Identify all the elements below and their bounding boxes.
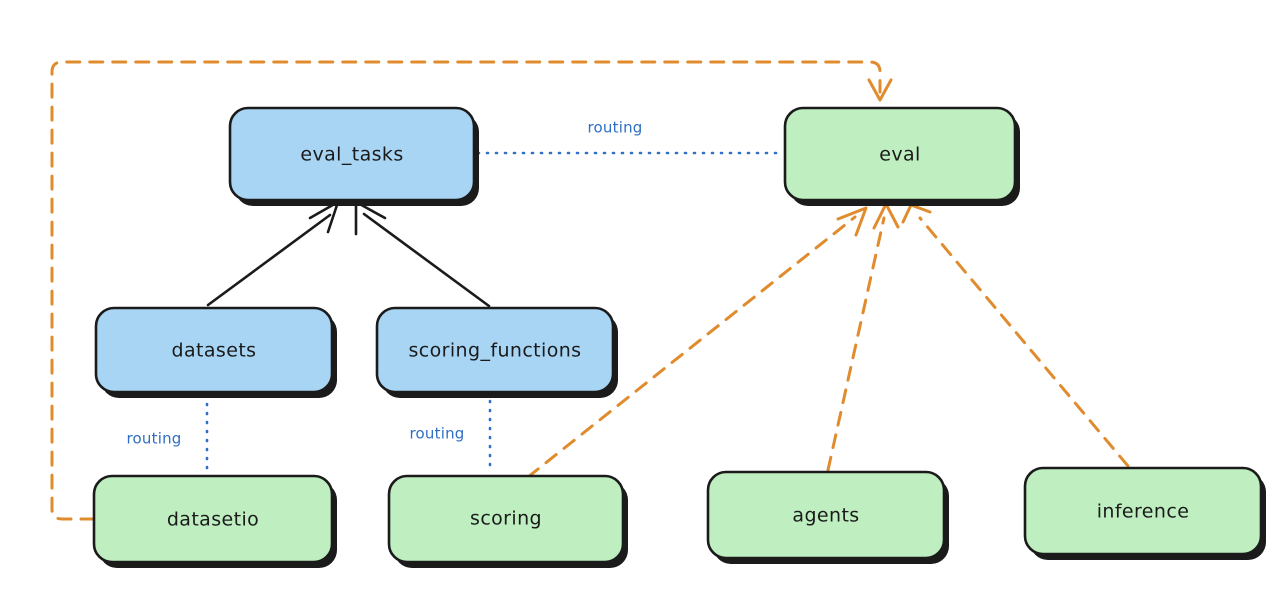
edge-inference-to-eval bbox=[901, 203, 1130, 468]
node-datasetio[interactable]: datasetio bbox=[92, 474, 337, 568]
node-scoring-functions[interactable]: scoring_functions bbox=[375, 306, 618, 398]
edge-label-routing-scoring-functions: routing bbox=[410, 425, 465, 443]
node-scoring-label: scoring bbox=[470, 508, 542, 530]
edge-scoring-functions-to-eval-tasks-line bbox=[362, 212, 491, 308]
node-eval-tasks-label: eval_tasks bbox=[300, 144, 403, 166]
node-agents-label: agents bbox=[792, 505, 859, 527]
edge-agents-to-eval-arrowhead bbox=[872, 202, 900, 230]
edge-datasets-to-eval-tasks-line bbox=[206, 213, 332, 307]
node-scoring-box[interactable] bbox=[387, 474, 625, 564]
node-agents-box[interactable] bbox=[706, 470, 946, 560]
edge-datasets-to-datasetio: routing bbox=[127, 393, 209, 475]
edge-datasetio-to-eval-line bbox=[50, 60, 882, 521]
edge-eval-tasks-to-eval: routing bbox=[476, 119, 785, 155]
edge-label-routing-datasets: routing bbox=[127, 430, 182, 448]
edge-datasets-to-eval-tasks bbox=[206, 200, 340, 307]
node-datasets-box[interactable] bbox=[94, 306, 334, 394]
node-datasetio-label: datasetio bbox=[167, 509, 259, 531]
edge-label-routing-eval-tasks: routing bbox=[588, 119, 643, 137]
node-eval-tasks-box[interactable] bbox=[228, 106, 476, 202]
edge-agents-to-eval-line bbox=[826, 216, 886, 472]
node-inference-label: inference bbox=[1097, 501, 1190, 523]
node-inference-box[interactable] bbox=[1023, 466, 1263, 556]
node-eval-box[interactable] bbox=[783, 106, 1017, 202]
node-scoring-functions-box[interactable] bbox=[375, 306, 615, 394]
edge-inference-to-eval-arrowhead bbox=[901, 203, 932, 224]
edge-scoring-functions-to-scoring: routing bbox=[410, 390, 492, 474]
node-eval-tasks[interactable]: eval_tasks bbox=[228, 106, 479, 206]
node-inference[interactable]: inference bbox=[1023, 466, 1266, 560]
node-agents[interactable]: agents bbox=[706, 470, 949, 564]
edge-scoring-to-eval-arrowhead bbox=[836, 206, 868, 237]
edge-datasetio-to-eval-arrowhead bbox=[867, 78, 893, 102]
node-datasets[interactable]: datasets bbox=[94, 306, 337, 398]
edge-scoring-to-eval-line bbox=[526, 215, 857, 479]
node-eval[interactable]: eval bbox=[783, 106, 1020, 206]
node-scoring[interactable]: scoring bbox=[387, 474, 628, 568]
edge-datasetio-to-eval bbox=[50, 60, 893, 521]
node-eval-label: eval bbox=[879, 144, 920, 166]
edge-scoring-functions-to-eval-tasks bbox=[354, 200, 491, 308]
node-datasets-label: datasets bbox=[172, 340, 257, 362]
node-datasetio-box[interactable] bbox=[92, 474, 334, 564]
node-scoring-functions-label: scoring_functions bbox=[409, 340, 582, 362]
edge-inference-to-eval-line bbox=[918, 216, 1130, 468]
edge-scoring-to-eval bbox=[526, 206, 868, 479]
edge-agents-to-eval bbox=[826, 202, 900, 472]
